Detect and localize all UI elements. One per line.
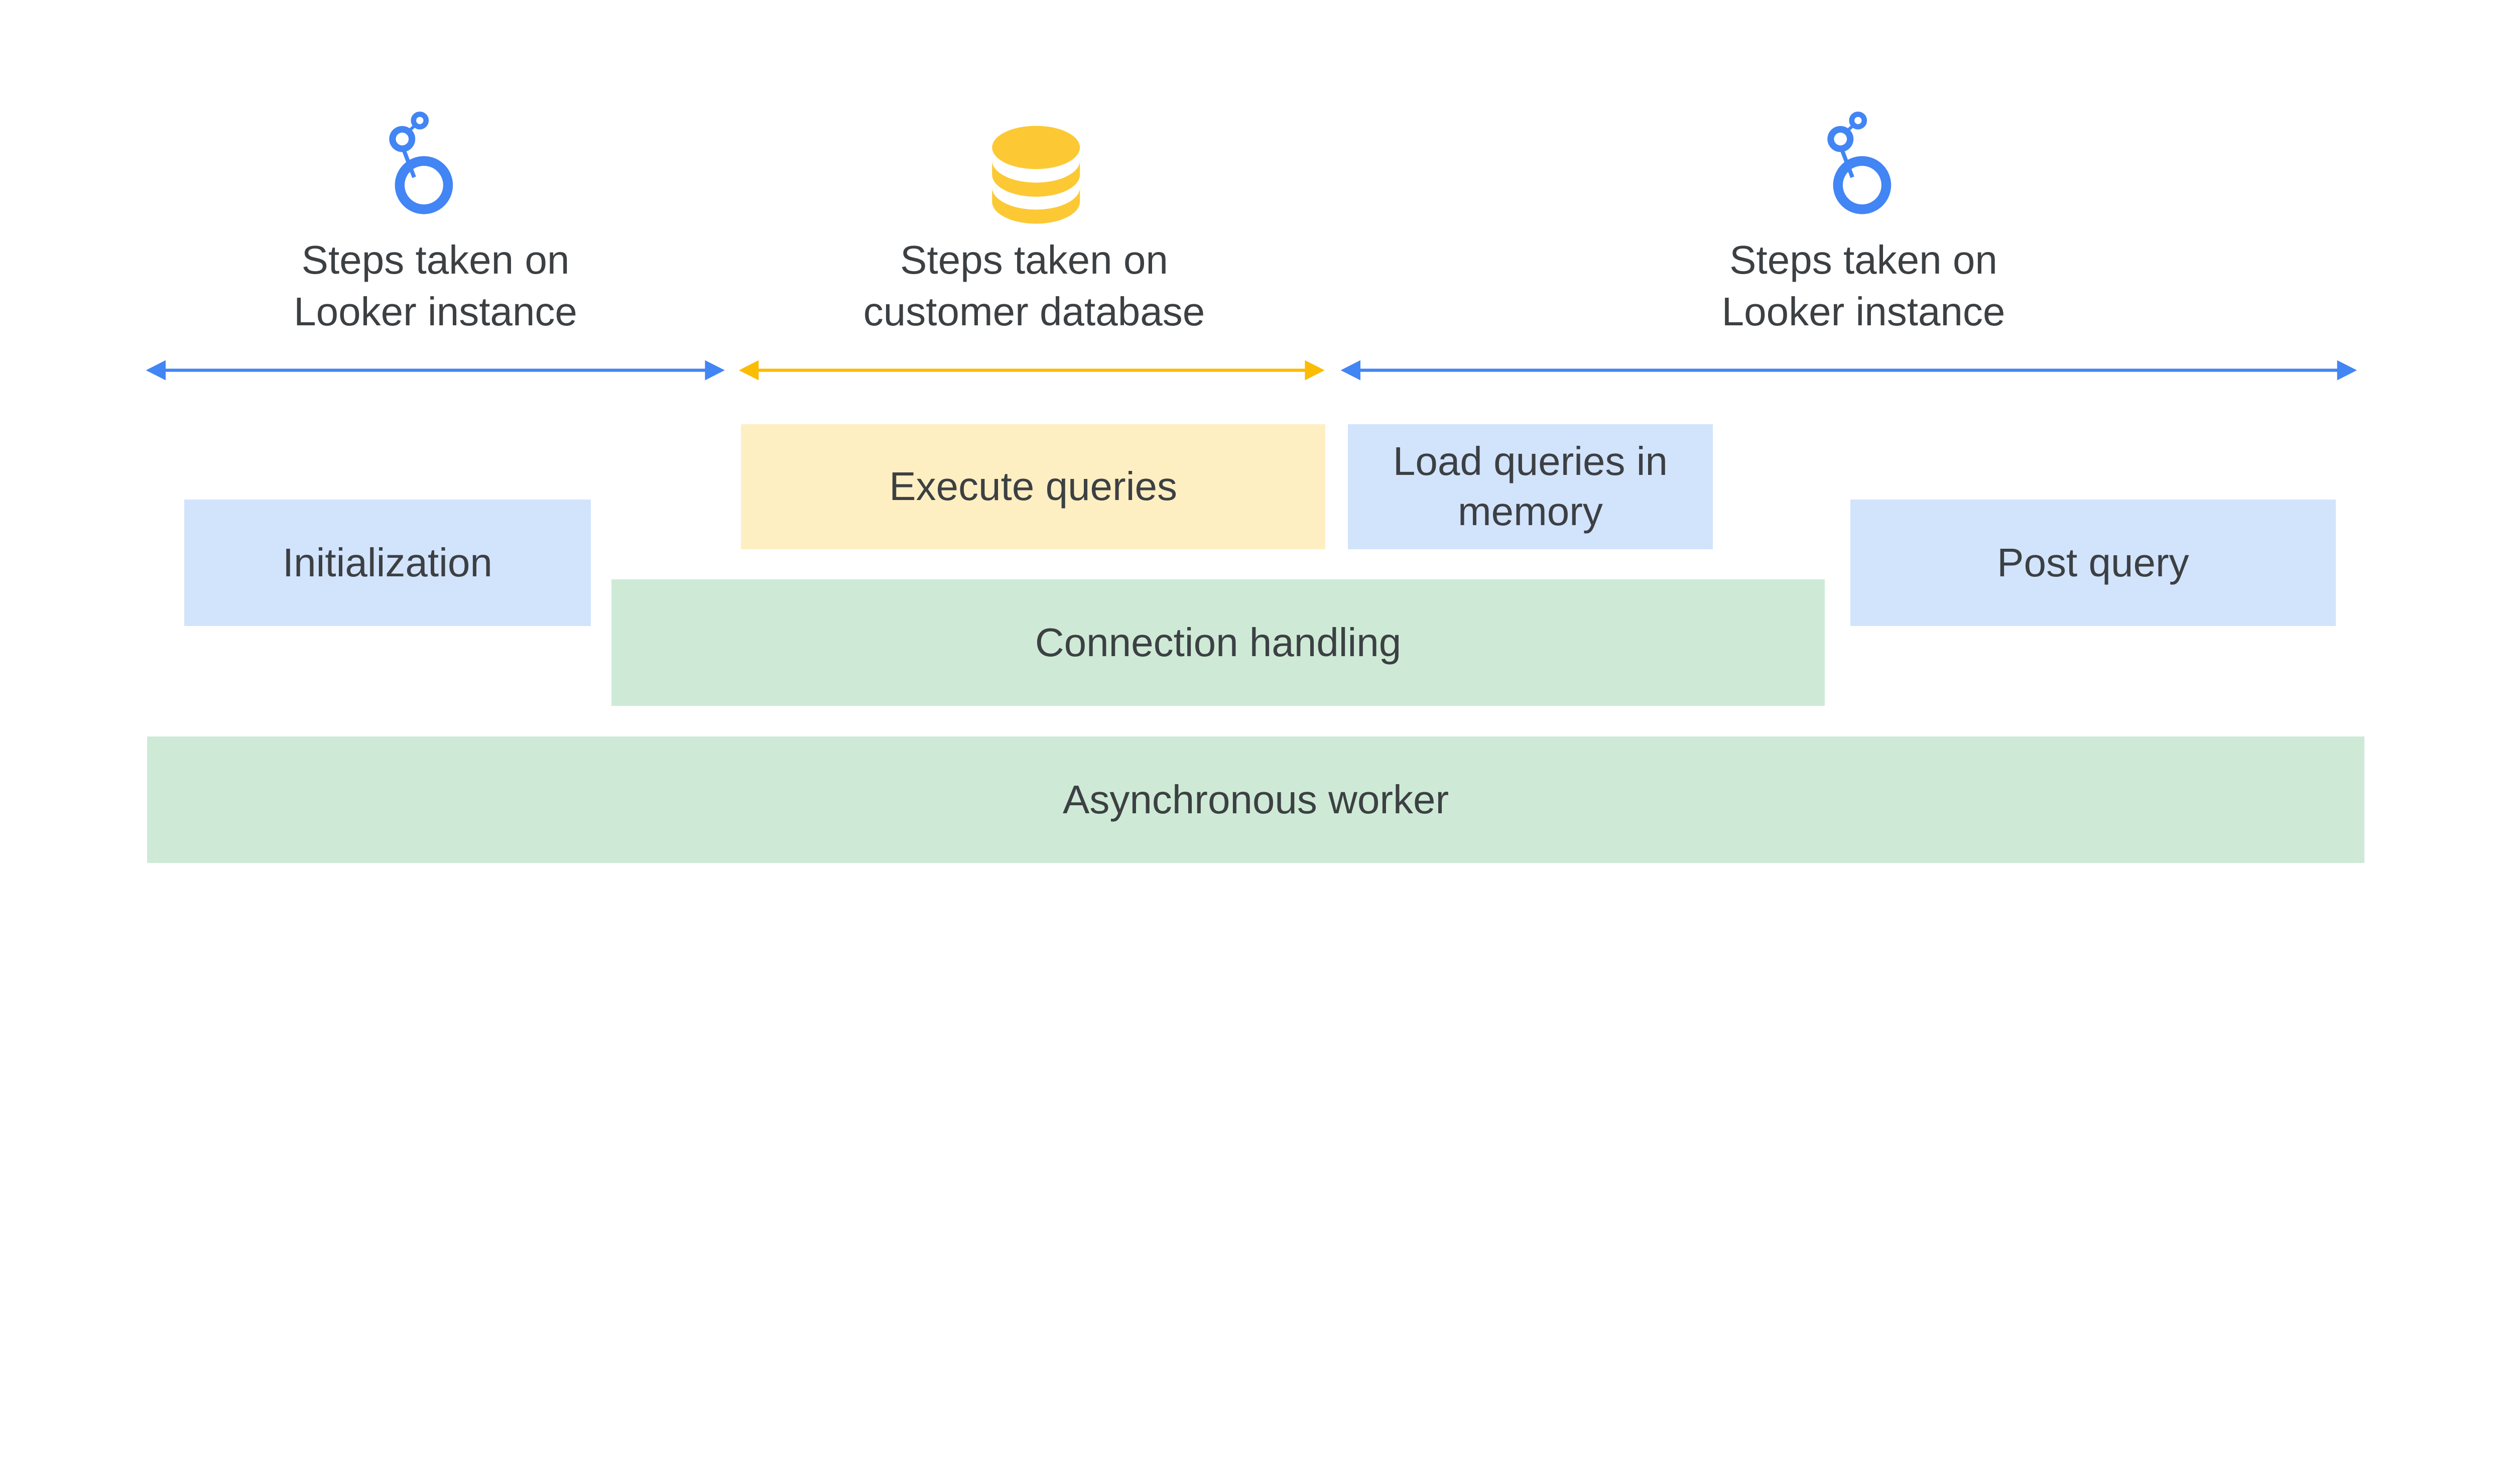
diagram: Steps taken on Looker instance Steps tak… (146, 111, 2364, 863)
span-arrow-database (738, 360, 1325, 381)
execute-queries-label: Execute queries (889, 464, 1177, 509)
icons-and-arrows-layer (146, 111, 2357, 381)
section-header-line1: Steps taken on (301, 237, 570, 282)
span-arrow-looker-1 (146, 360, 725, 381)
execute-queries-box: Execute queries (741, 424, 1325, 549)
post-query-label: Post query (1997, 540, 2189, 585)
section-header-line2: Looker instance (294, 289, 577, 334)
post-query-box: Post query (1850, 500, 2336, 626)
connection-handling-box: Connection handling (611, 579, 1825, 706)
section-header-line1: Steps taken on (900, 237, 1168, 282)
section-header-line1: Steps taken on (1729, 237, 1997, 282)
section-header-database: Steps taken on customer database (815, 234, 1254, 338)
load-queries-box: Load queries in memory (1348, 424, 1713, 549)
section-header-looker-2: Steps taken on Looker instance (1644, 234, 2083, 338)
load-queries-label: Load queries in memory (1393, 439, 1668, 534)
section-header-looker-1: Steps taken on Looker instance (216, 234, 655, 338)
looker-logo-icon (1827, 111, 1892, 214)
database-icon (992, 126, 1080, 224)
initialization-label: Initialization (282, 540, 492, 585)
async-worker-label: Asynchronous worker (1062, 777, 1449, 822)
section-header-line2: Looker instance (1721, 289, 2005, 334)
async-worker-box: Asynchronous worker (147, 736, 2364, 863)
looker-logo-icon (389, 111, 453, 214)
initialization-box: Initialization (184, 500, 591, 626)
span-arrow-looker-2 (1340, 360, 2357, 381)
section-header-line2: customer database (863, 289, 1205, 334)
connection-handling-label: Connection handling (1035, 620, 1402, 665)
